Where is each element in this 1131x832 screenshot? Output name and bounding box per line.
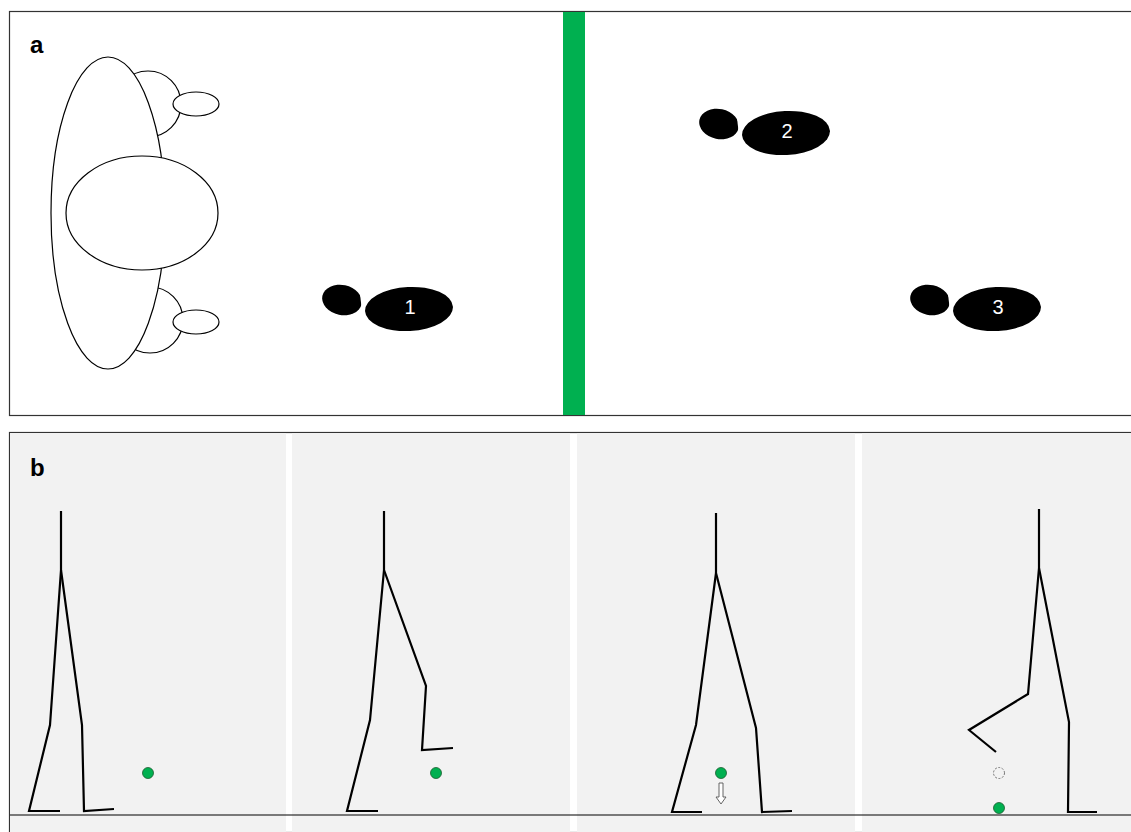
target-dot (143, 768, 1005, 814)
panel-ground (10, 433, 1131, 832)
footprint-shape (699, 104, 831, 158)
panel-frame (10, 433, 1131, 832)
green-line (563, 12, 585, 415)
ground-line (10, 814, 1131, 815)
footprint-shape (910, 280, 1042, 334)
footprint: 2 (699, 104, 831, 158)
panel-letter: a (30, 33, 43, 57)
footprint: 1 (322, 280, 454, 334)
previous-dot (994, 768, 1005, 779)
step-number: 3 (960, 280, 1036, 334)
panel-letter: b (30, 456, 45, 480)
footprint: 3 (910, 280, 1042, 334)
down-arrow (716, 783, 726, 804)
step-number: 1 (372, 280, 448, 334)
step-number: 2 (749, 104, 825, 158)
panel-frame (10, 12, 1131, 416)
stick-figures (29, 509, 1097, 812)
footprint-shape (322, 280, 454, 334)
person-top-view (51, 57, 219, 369)
